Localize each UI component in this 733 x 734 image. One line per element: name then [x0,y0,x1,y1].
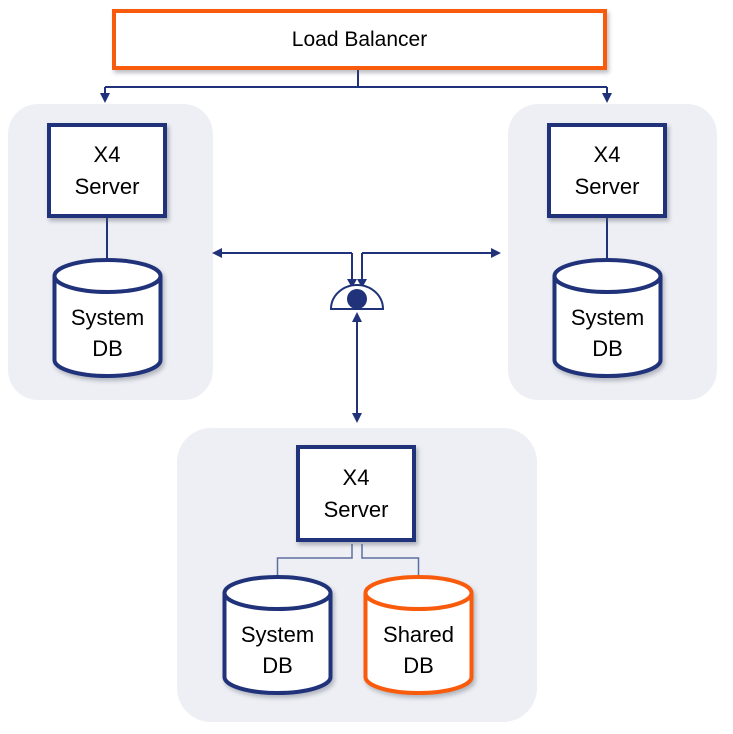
x4-server-node-left: X4 Server [47,123,167,218]
x4-server-node-right: X4 Server [547,123,667,218]
server-db-links-bottom [276,544,420,575]
load-balancer-node: Load Balancer [112,9,607,70]
x4-server-node-bottom: X4 Server [296,445,416,542]
arrowhead-left-icon [212,248,222,258]
server-label-line2: Server [74,173,140,199]
db-label-line2: DB [403,653,434,678]
server-label-line1: X4 [342,464,370,490]
server-db-links-side [106,218,608,258]
database-cylinder-icon [552,258,663,378]
db-label-line1: Shared [383,622,454,647]
junction-dome-icon [329,284,385,310]
arrowhead-down-left-icon [100,93,110,103]
arrowhead-up-icon [352,312,362,322]
arrowhead-down-icon [347,279,357,288]
arrowhead-down-icon [352,413,362,423]
database-cylinder-icon [363,575,474,695]
load-balancer-label: Load Balancer [291,27,428,51]
db-label-line1: System [570,305,645,330]
load-balancer-branch-arrows [100,70,612,103]
system-db-node-bottom: System DB [222,575,333,695]
vertical-arrow-to-bottom-group [352,312,362,423]
shared-db-node-bottom: Shared DB [363,575,474,695]
server-label-line2: Server [323,496,389,522]
system-db-node-left: System DB [52,258,163,378]
db-label-line1: System [240,622,315,647]
db-label-line2: DB [92,336,123,361]
bidirectional-sync-arrow [212,248,501,288]
db-label-line2: DB [592,336,623,361]
server-label-line1: X4 [593,141,621,167]
server-label-line2: Server [574,173,640,199]
db-label-line2: DB [262,653,293,678]
server-label-line1: X4 [93,141,121,167]
arrowhead-down-icon [357,279,367,288]
database-cylinder-icon [52,258,163,378]
system-db-node-right: System DB [552,258,663,378]
arrowhead-down-right-icon [602,93,612,103]
db-label-line1: System [70,305,145,330]
arrowhead-right-icon [491,248,501,258]
database-cylinder-icon [222,575,333,695]
